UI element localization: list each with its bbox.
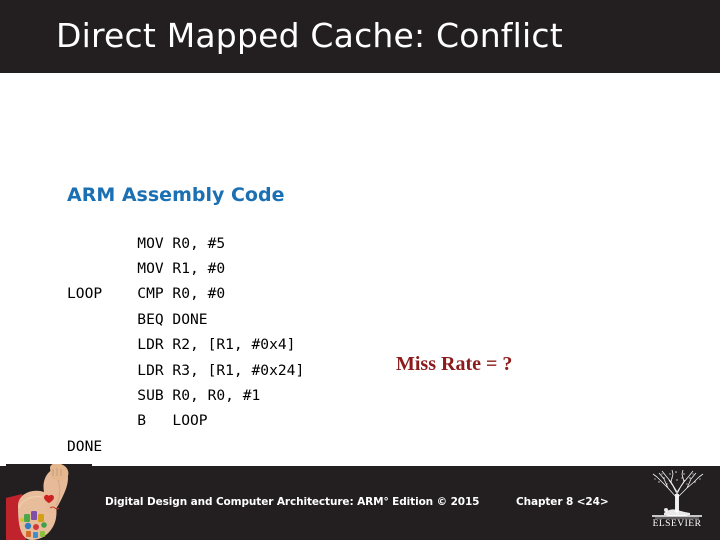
section-heading-arm-assembly-code: ARM Assembly Code	[67, 184, 285, 206]
assembly-code-listing: MOV R0, #5 MOV R1, #0 LOOP CMP R0, #0 BE…	[67, 234, 305, 455]
flexed-arm-artwork	[6, 464, 92, 540]
elsevier-wordmark: ELSEVIER	[652, 519, 702, 529]
elsevier-logo-icon	[644, 468, 710, 536]
slide-title: Direct Mapped Cache: Conflict	[56, 16, 563, 55]
slide-title-bar: Direct Mapped Cache: Conflict	[0, 0, 720, 73]
miss-rate-annotation: Miss Rate = ?	[396, 353, 513, 375]
slide-footer-bar	[0, 466, 720, 540]
footer-credit-text: Digital Design and Computer Architecture…	[105, 496, 480, 508]
footer-chapter-page: Chapter 8 <24>	[516, 496, 609, 508]
